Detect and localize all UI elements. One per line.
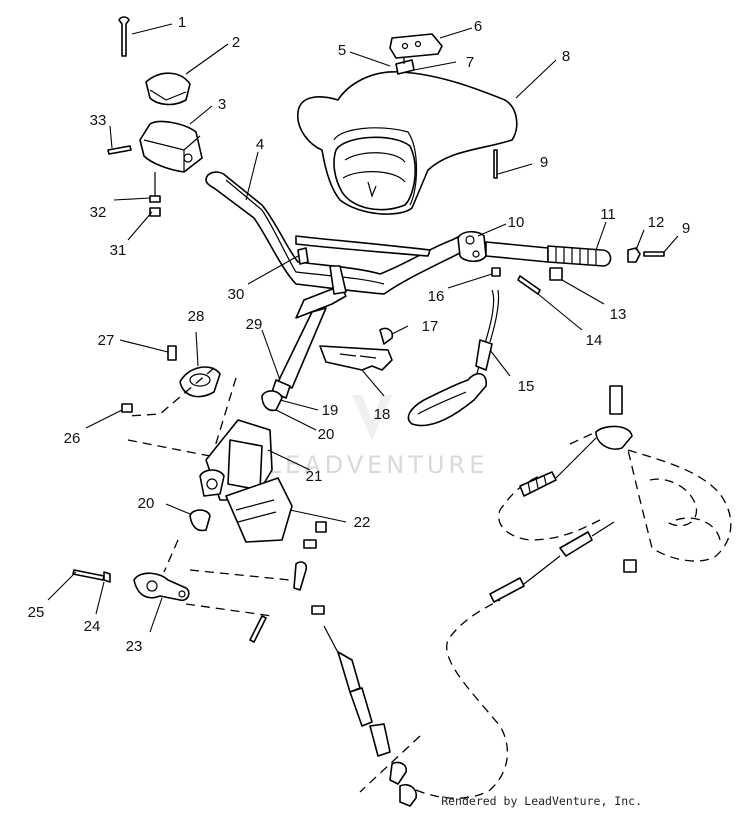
callout-label: 4 (256, 136, 264, 153)
callout-label: 15 (518, 378, 535, 395)
bushing (549, 267, 563, 281)
screw-17 (379, 327, 394, 345)
headlight-pod (297, 71, 518, 215)
callout-label: 7 (466, 54, 474, 71)
callout-label: 13 (610, 306, 627, 323)
callout-label: 9 (540, 154, 548, 171)
handlebar-grip (485, 241, 612, 267)
steering-arm (133, 572, 190, 602)
throttle-cable (407, 289, 500, 427)
routing-lines (127, 367, 601, 799)
callout-label: 20 (318, 426, 335, 443)
callout-label: 24 (84, 618, 101, 635)
callout-label: 5 (338, 42, 346, 59)
callout-label: 9 (682, 220, 690, 237)
leader-lines (47, 23, 679, 633)
steering-block (199, 419, 293, 543)
callout-label: 8 (562, 48, 570, 65)
callout-label: 16 (428, 288, 445, 305)
cable-ball-joint (293, 539, 325, 615)
callout-label: 23 (126, 638, 143, 655)
switch-housing (139, 120, 203, 173)
bushing-20 (189, 509, 211, 532)
bar-end-cap (627, 247, 641, 263)
callout-label: 26 (64, 430, 81, 447)
callout-label: 12 (648, 214, 665, 231)
steering-cable-upper (489, 385, 637, 603)
switch-bracket (145, 72, 191, 106)
callout-label: 6 (474, 18, 482, 35)
headlight-switch (389, 33, 443, 75)
callout-label: 10 (508, 214, 525, 231)
callout-label: 20 (138, 495, 155, 512)
callout-label: 1 (178, 14, 186, 31)
post-bushing (261, 390, 283, 412)
callout-label: 30 (228, 286, 245, 303)
washer-24 (103, 571, 111, 583)
steering-post (271, 265, 347, 399)
bolt-27 (167, 345, 177, 361)
callout-label: 32 (90, 204, 107, 221)
steering-gear-housing (627, 449, 732, 562)
callout-label: 31 (110, 242, 127, 259)
callout-labels: 1 2 3 4 5 6 7 8 9 10 11 12 9 13 14 15 16… (28, 14, 691, 655)
callout-label: 25 (28, 604, 45, 621)
callout-label: 29 (246, 316, 263, 333)
callout-label: 11 (600, 206, 616, 223)
nut-16 (491, 267, 501, 277)
screw-9-pod (493, 149, 498, 179)
callout-label: 33 (90, 112, 107, 129)
nut-26 (121, 403, 133, 413)
nut-22 (315, 521, 327, 533)
callout-label: 19 (322, 402, 339, 419)
callout-label: 3 (218, 96, 226, 113)
callout-label: 28 (188, 308, 205, 325)
callout-label: 18 (374, 406, 391, 423)
screw-33 (107, 145, 132, 155)
watermark-text: LEADVENTURE (268, 451, 489, 479)
callout-label: 14 (586, 332, 603, 349)
steering-cable-lower (323, 625, 418, 807)
watermark-logo (352, 395, 392, 440)
throttle-housing (457, 230, 487, 263)
bolt-1 (118, 16, 130, 57)
callout-label: 2 (232, 34, 240, 51)
washer-32 (149, 195, 161, 203)
bolt-lower (249, 615, 267, 643)
cover-plate (319, 345, 393, 371)
screw-9-bar-end (643, 251, 665, 257)
callout-label: 27 (98, 332, 115, 349)
callout-label: 21 (306, 468, 323, 485)
credit-text: Rendered by LeadVenture, Inc. (441, 794, 642, 808)
callout-label: 17 (422, 318, 439, 335)
nut-31 (149, 207, 161, 217)
screw-14 (517, 275, 541, 295)
callout-label: 22 (354, 514, 371, 531)
bolt-25 (72, 569, 105, 581)
